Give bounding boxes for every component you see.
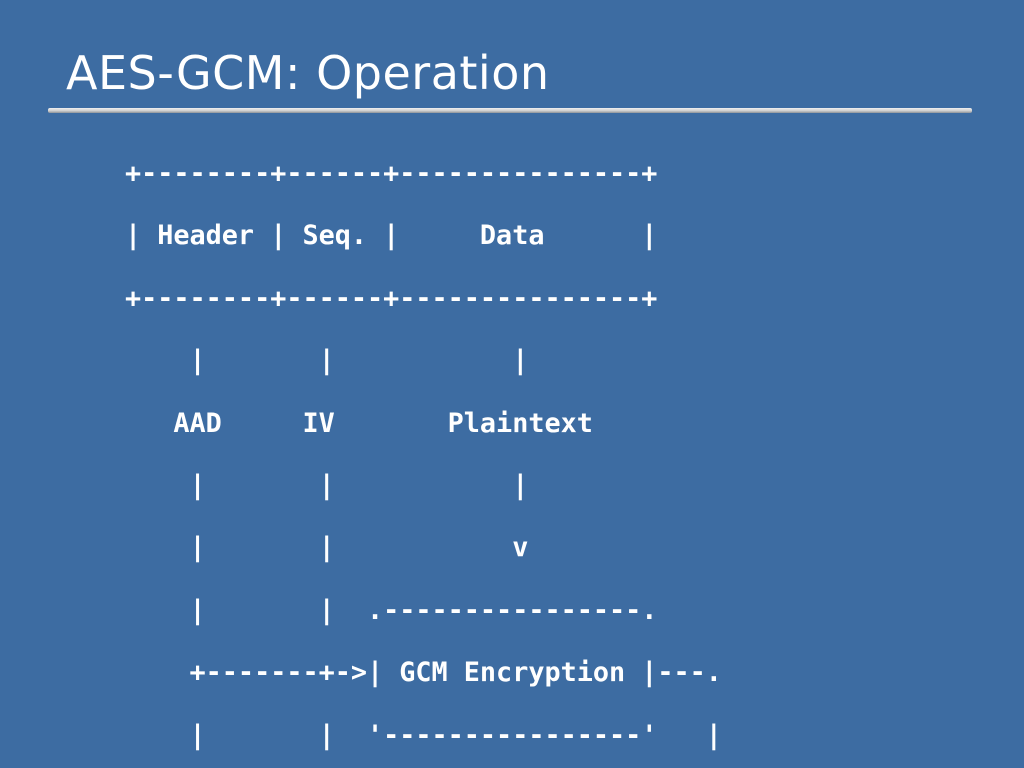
packet-in-bottom-border: +--------+------+---------------+ xyxy=(125,282,658,314)
gcm-box-bottom-border: | | '----------------' | xyxy=(125,719,722,751)
title-divider-line xyxy=(48,108,972,113)
gcm-inputs-labels-row: AAD IV Plaintext xyxy=(125,407,593,439)
plaintext-arrowhead-row: | | v xyxy=(125,532,529,564)
slide-title: AES-GCM: Operation xyxy=(66,46,550,100)
packet-in-top-border: +--------+------+---------------+ xyxy=(125,158,658,189)
ascii-flow-diagram: +--------+------+---------------+ | Head… xyxy=(125,158,770,768)
gcm-box-top-border: | | .----------------. xyxy=(125,594,658,626)
gcm-box-label-row: +-------+->| GCM Encryption |---. xyxy=(125,657,722,689)
connector-row: | | | xyxy=(125,345,529,377)
packet-in-fields-row: | Header | Seq. | Data | xyxy=(125,220,658,252)
connector-row: | | | xyxy=(125,469,529,501)
